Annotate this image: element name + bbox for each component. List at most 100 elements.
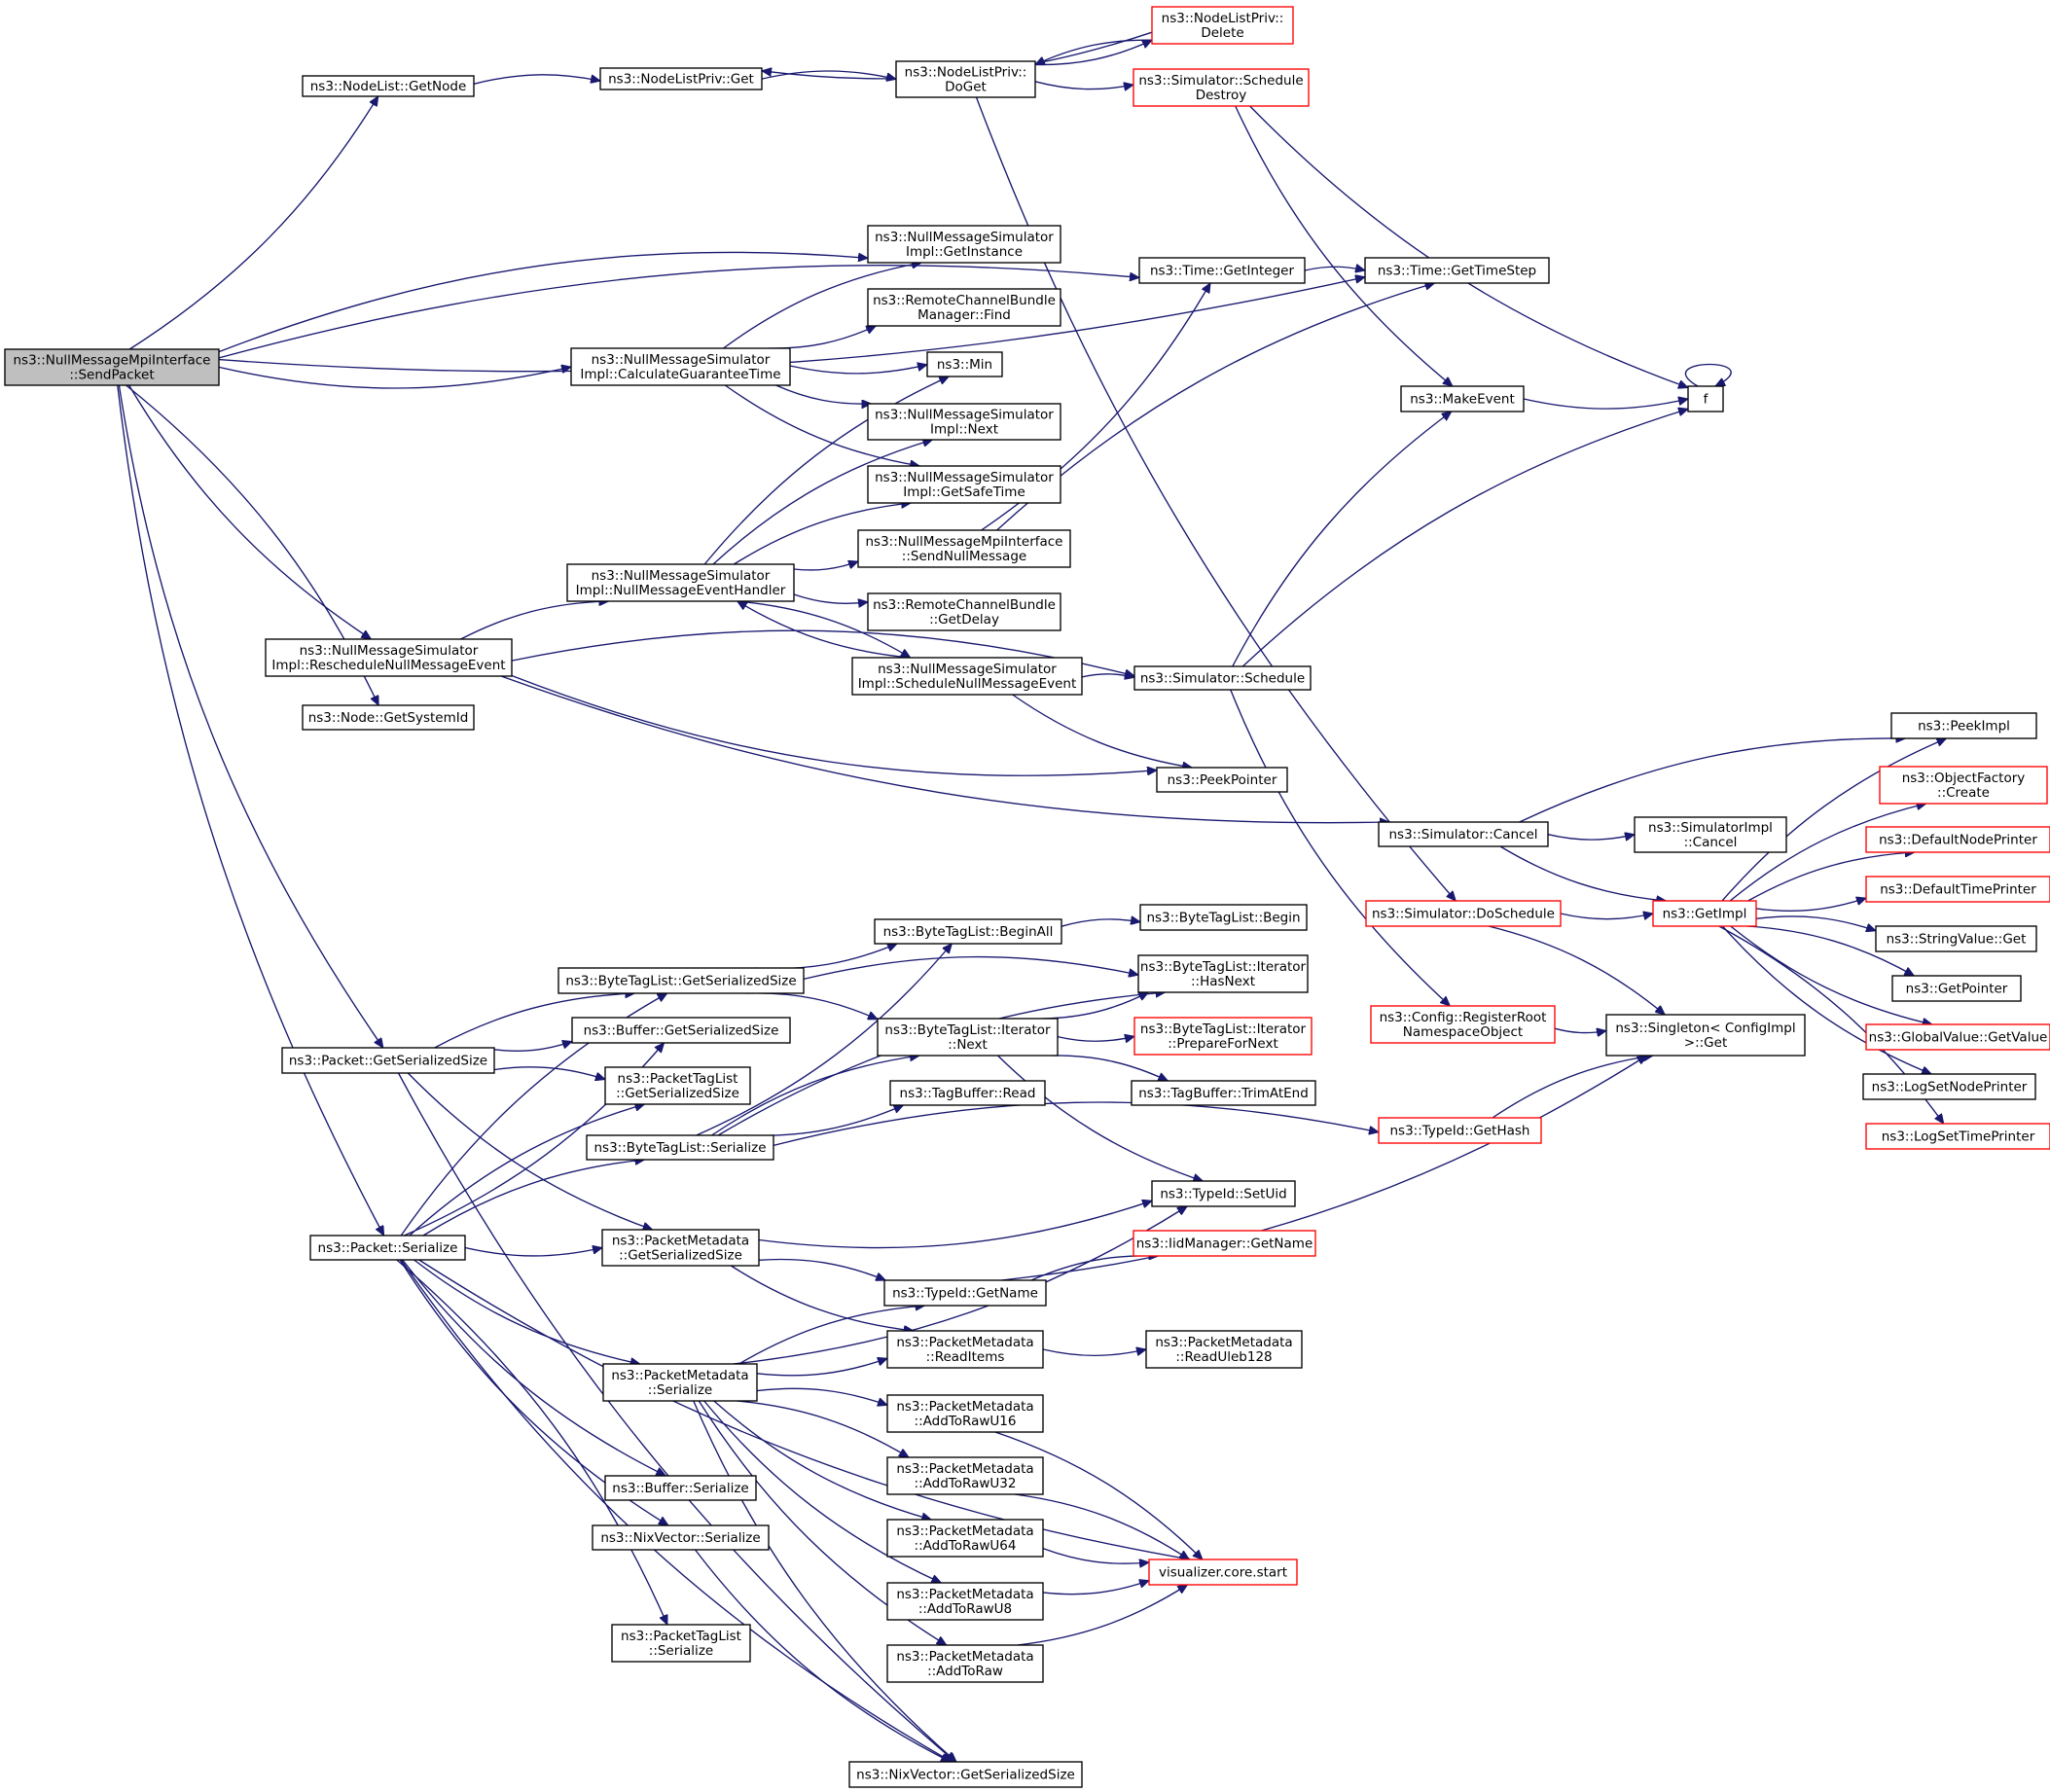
node-sendnull[interactable]: ns3::NullMessageMpiInterface::SendNullMe… — [857, 529, 1071, 568]
node-label: ns3::NodeList::GetNode — [310, 79, 467, 94]
node-globalvalue[interactable]: ns3::GlobalValue::GetValue — [1865, 1023, 2050, 1051]
node-label: ns3::NixVector::Serialize — [600, 1530, 760, 1546]
node-simimpl_cancel[interactable]: ns3::SimulatorImpl::Cancel — [1634, 816, 1787, 853]
node-getnode[interactable]: ns3::NodeList::GetNode — [302, 75, 475, 97]
node-singleton[interactable]: ns3::Singleton< ConfigImpl >::Get — [1605, 1014, 1806, 1057]
node-typeid_gethash[interactable]: ns3::TypeId::GetHash — [1378, 1117, 1542, 1144]
node-typeid_getname[interactable]: ns3::TypeId::GetName — [883, 1279, 1047, 1307]
node-nix_ser[interactable]: ns3::NixVector::Serialize — [592, 1524, 770, 1551]
node-pm_raw8[interactable]: ns3::PacketMetadata::AddToRawU8 — [886, 1582, 1044, 1621]
node-peekimpl[interactable]: ns3::PeekImpl — [1890, 712, 2037, 739]
node-pm_ser[interactable]: ns3::PacketMetadata::Serialize — [602, 1363, 758, 1402]
node-iid_getname[interactable]: ns3::IidManager::GetName — [1133, 1230, 1316, 1257]
node-btl_it_hasnext[interactable]: ns3::ByteTagList::Iterator::HasNext — [1137, 954, 1309, 993]
node-label: ::SendPacket — [69, 368, 154, 383]
node-box — [604, 1475, 757, 1501]
node-pkt_getser[interactable]: ns3::Packet::GetSerializedSize — [281, 1047, 495, 1074]
node-deftimeprinter[interactable]: ns3::DefaultTimePrinter — [1865, 876, 2050, 903]
node-objfactory[interactable]: ns3::ObjectFactory::Create — [1879, 766, 2048, 805]
node-pm_raw32[interactable]: ns3::PacketMetadata::AddToRawU32 — [886, 1456, 1044, 1495]
node-makeevent[interactable]: ns3::MakeEvent — [1400, 385, 1525, 412]
node-buf_ser[interactable]: ns3::Buffer::Serialize — [604, 1475, 757, 1501]
node-pm_readitems[interactable]: ns3::PacketMetadata::ReadItems — [886, 1330, 1044, 1369]
node-pm_raw16[interactable]: ns3::PacketMetadata::AddToRawU16 — [886, 1394, 1044, 1433]
node-ptl_getser[interactable]: ns3::PacketTagList::GetSerializedSize — [604, 1066, 751, 1105]
edge-sim_schedule-to-makeevent — [1232, 412, 1452, 667]
node-btl_ser[interactable]: ns3::ByteTagList::Serialize — [586, 1134, 774, 1161]
node-defnodeprinter[interactable]: ns3::DefaultNodePrinter — [1865, 826, 2050, 853]
node-logsetnode[interactable]: ns3::LogSetNodePrinter — [1862, 1073, 2036, 1100]
node-sim_schedule[interactable]: ns3::Simulator::Schedule — [1133, 665, 1312, 691]
node-getinstance[interactable]: ns3::NullMessageSimulatorImpl::GetInstan… — [867, 225, 1061, 264]
node-box — [309, 1235, 466, 1261]
node-root[interactable]: ns3::NullMessageMpiInterface::SendPacket — [4, 348, 220, 386]
node-label: ns3::NixVector::GetSerializedSize — [856, 1768, 1075, 1783]
node-sim_cancel[interactable]: ns3::Simulator::Cancel — [1378, 821, 1549, 847]
node-doschedule[interactable]: ns3::Simulator::DoSchedule — [1365, 900, 1562, 927]
edge-btl_it_next-to-btl_it_prep — [1057, 1036, 1134, 1041]
node-label: ns3::Simulator::DoSchedule — [1372, 907, 1555, 922]
edge-sendnull-to-time_getstep — [996, 283, 1435, 531]
node-pm_getser[interactable]: ns3::PacketMetadata::GetSerializedSize — [601, 1229, 760, 1267]
edge-getimpl-to-deftimeprinter — [1755, 898, 1866, 912]
edge-root-to-pkt_getser — [118, 384, 382, 1048]
node-peekpointer[interactable]: ns3::PeekPointer — [1156, 767, 1288, 793]
node-node_sysid[interactable]: ns3::Node::GetSystemId — [302, 704, 475, 731]
node-logsettime[interactable]: ns3::LogSetTimePrinter — [1865, 1123, 2050, 1150]
edge-btl_it_next-to-typeid_setuid — [997, 1055, 1204, 1181]
node-calcguar[interactable]: ns3::NullMessageSimulatorImpl::Calculate… — [570, 347, 791, 386]
node-nlp_get[interactable]: ns3::NodeListPriv::Get — [599, 67, 763, 90]
node-label: ns3::Singleton< ConfigImpl — [1615, 1021, 1795, 1036]
node-getsafetime[interactable]: ns3::NullMessageSimulatorImpl::GetSafeTi… — [867, 465, 1061, 504]
node-resched[interactable]: ns3::NullMessageSimulatorImpl::Reschedul… — [265, 638, 513, 677]
node-typeid_setuid[interactable]: ns3::TypeId::SetUid — [1151, 1180, 1296, 1207]
node-label: NamespaceObject — [1403, 1024, 1523, 1040]
node-min[interactable]: ns3::Min — [926, 351, 1003, 377]
node-rcb_getdelay[interactable]: ns3::RemoteChannelBundle::GetDelay — [867, 592, 1061, 631]
node-pm_raw[interactable]: ns3::PacketMetadata::AddToRaw — [886, 1644, 1044, 1683]
node-nix_getser[interactable]: ns3::NixVector::GetSerializedSize — [848, 1761, 1083, 1788]
node-label: ns3::Node::GetSystemId — [308, 710, 469, 726]
node-stringvalue_get[interactable]: ns3::StringValue::Get — [1875, 925, 2037, 952]
node-pm_raw64[interactable]: ns3::PacketMetadata::AddToRawU64 — [886, 1519, 1044, 1558]
node-time_getstep[interactable]: ns3::Time::GetTimeStep — [1364, 257, 1550, 284]
node-box — [1865, 1123, 2050, 1150]
node-nlp_delete[interactable]: ns3::NodeListPriv::Delete — [1151, 6, 1294, 45]
node-btl_beginall[interactable]: ns3::ByteTagList::BeginAll — [874, 918, 1062, 945]
edge-nlp_doget-to-sched_destroy — [1034, 81, 1133, 90]
node-label: f — [1704, 392, 1709, 408]
node-time_getint[interactable]: ns3::Time::GetInteger — [1138, 257, 1306, 284]
node-label: ::Create — [1937, 785, 1990, 801]
node-pm_readuleb[interactable]: ns3::PacketMetadata::ReadUleb128 — [1145, 1330, 1303, 1369]
node-box — [571, 1017, 791, 1044]
node-viz_start[interactable]: visualizer.core.start — [1148, 1559, 1298, 1586]
node-box — [867, 225, 1061, 264]
node-tb_trim[interactable]: ns3::TagBuffer::TrimAtEnd — [1131, 1080, 1316, 1106]
node-f[interactable]: f — [1687, 385, 1724, 412]
node-btl_getser[interactable]: ns3::ByteTagList::GetSerializedSize — [557, 967, 805, 994]
edge-root-to-getnode — [128, 96, 378, 350]
edge-schednull-to-peekpointer — [1012, 694, 1193, 768]
node-schednull[interactable]: ns3::NullMessageSimulatorImpl::ScheduleN… — [851, 657, 1083, 696]
node-btl_it_prep[interactable]: ns3::ByteTagList::Iterator::PrepareForNe… — [1133, 1017, 1313, 1056]
node-tb_read[interactable]: ns3::TagBuffer::Read — [889, 1080, 1046, 1106]
node-nlp_doget[interactable]: ns3::NodeListPriv::DoGet — [895, 60, 1036, 98]
node-box — [1400, 385, 1525, 412]
node-box — [1138, 257, 1306, 284]
node-getpointer[interactable]: ns3::GetPointer — [1891, 975, 2022, 1002]
edge-btl_ser-to-tb_read — [743, 1105, 904, 1136]
node-nmhandler[interactable]: ns3::NullMessageSimulatorImpl::NullMessa… — [566, 563, 795, 602]
node-getimpl[interactable]: ns3::GetImpl — [1652, 900, 1757, 927]
node-btl_it_next[interactable]: ns3::ByteTagList::Iterator::Next — [877, 1018, 1059, 1057]
node-pkt_ser[interactable]: ns3::Packet::Serialize — [309, 1235, 466, 1261]
node-buf_getser[interactable]: ns3::Buffer::GetSerializedSize — [571, 1017, 791, 1044]
node-btl_begin[interactable]: ns3::ByteTagList::Begin — [1139, 904, 1308, 931]
node-box — [1879, 766, 2048, 805]
node-ptl_ser[interactable]: ns3::PacketTagList::Serialize — [611, 1624, 751, 1663]
edge-pkt_getser-to-btl_getser — [434, 993, 635, 1049]
node-label: ns3::Min — [937, 357, 992, 373]
